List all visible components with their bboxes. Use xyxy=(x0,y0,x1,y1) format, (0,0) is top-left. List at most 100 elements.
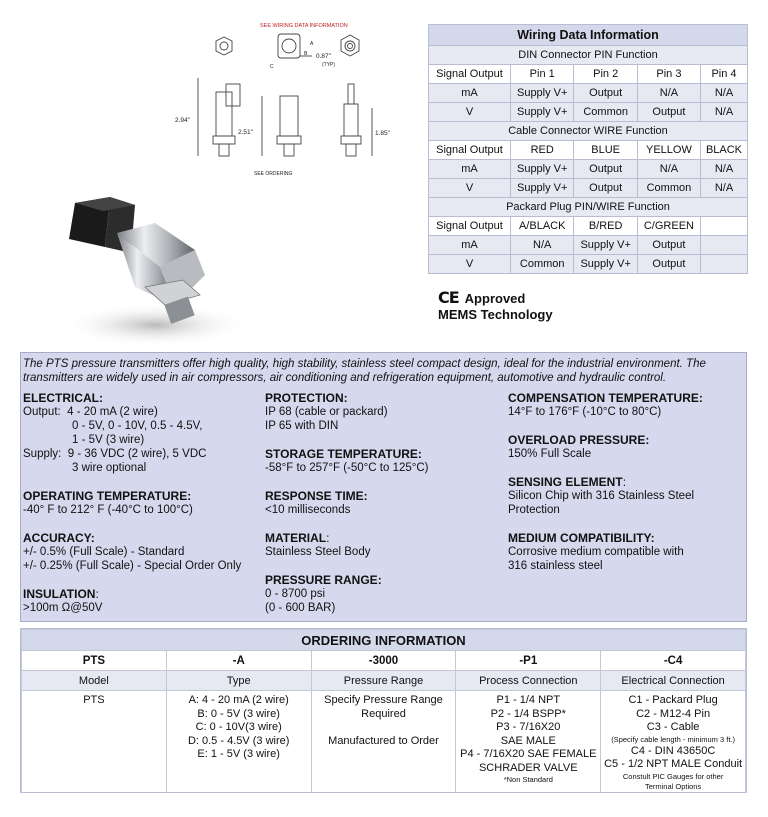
specs-column-2: PROTECTION: IP 68 (cable or packard) IP … xyxy=(265,391,505,629)
sensing-line: Protection xyxy=(508,504,560,516)
pressure-option: Specify Pressure Range xyxy=(324,694,443,706)
process-options: P1 - 1/4 NPT P2 - 1/4 BSPP* P3 - 7/16X20… xyxy=(455,690,602,793)
process-option: P1 - 1/4 NPT xyxy=(496,694,561,706)
pressure-range-heading: PRESSURE RANGE: xyxy=(265,573,382,587)
ordering-title: ORDERING INFORMATION xyxy=(21,629,746,651)
code-cell: -3000 xyxy=(310,650,457,671)
insulation-block: INSULATION: >100m Ω@50V xyxy=(23,587,263,615)
operating-temp-heading: OPERATING TEMPERATURE: xyxy=(23,489,192,503)
compensation-temp-value: 14°F to 176°F (-10°C to 80°C) xyxy=(508,406,662,418)
table-cell: Common xyxy=(509,254,575,274)
code-cell: -C4 xyxy=(600,650,746,671)
table-row: V Supply V+ Output Common N/A xyxy=(428,178,749,198)
table-cell: Supply V+ xyxy=(509,159,575,179)
cable-header-row: Signal Output RED BLUE YELLOW BLACK xyxy=(428,140,749,160)
table-cell: Signal Output xyxy=(428,64,511,84)
table-cell: N/A xyxy=(699,102,749,122)
process-option: P4 - 7/16X20 SAE FEMALE xyxy=(460,748,597,760)
dim-b-label: 2.51" xyxy=(238,129,254,136)
insulation-heading: INSULATION xyxy=(23,587,96,601)
electrical-options: C1 - Packard Plug C2 - M12-4 Pin C3 - Ca… xyxy=(600,690,746,793)
table-cell: BLUE xyxy=(573,140,638,160)
electrical-block: ELECTRICAL: Output: 4 - 20 mA (2 wire) 0… xyxy=(23,391,263,475)
cable-length-note: (Specify cable length - minimum 3 ft.) xyxy=(611,734,735,744)
sensing-block: SENSING ELEMENT: Silicon Chip with 316 S… xyxy=(508,475,743,517)
material-value: Stainless Steel Body xyxy=(265,546,371,558)
pressure-range-block: PRESSURE RANGE: 0 - 8700 psi (0 - 600 BA… xyxy=(265,573,505,615)
supply-line: 9 - 36 VDC (2 wire), 5 VDC xyxy=(67,448,207,460)
table-cell: Pin 3 xyxy=(636,64,701,84)
model-option: PTS xyxy=(21,690,167,793)
table-cell: C/GREEN xyxy=(636,216,701,236)
electrical-heading: ELECTRICAL: xyxy=(23,391,103,405)
packard-header-row: Signal Output A/BLACK B/RED C/GREEN xyxy=(428,216,749,236)
ordering-codes-row: PTS -A -3000 -P1 -C4 xyxy=(21,650,746,671)
table-cell: V xyxy=(428,102,511,122)
type-option: A: 4 - 20 mA (2 wire) xyxy=(188,694,289,706)
table-cell: RED xyxy=(509,140,575,160)
table-cell: N/A xyxy=(699,159,749,179)
table-cell: Supply V+ xyxy=(573,254,638,274)
compensation-temp-block: COMPENSATION TEMPERATURE: 14°F to 176°F … xyxy=(508,391,743,419)
table-cell: Output xyxy=(573,159,638,179)
protection-line: IP 65 with DIN xyxy=(265,420,339,432)
table-cell: Supply V+ xyxy=(509,83,575,103)
protection-line: IP 68 (cable or packard) xyxy=(265,406,388,418)
table-cell: N/A xyxy=(636,83,701,103)
din-header-row: Signal Output Pin 1 Pin 2 Pin 3 Pin 4 xyxy=(428,64,749,84)
table-row: mA Supply V+ Output N/A N/A xyxy=(428,159,749,179)
table-cell: V xyxy=(428,178,511,198)
supply-line: 3 wire optional xyxy=(72,462,147,474)
table-cell: Common xyxy=(573,102,638,122)
specs-column-1: ELECTRICAL: Output: 4 - 20 mA (2 wire) 0… xyxy=(23,391,263,629)
process-option: P3 - 7/16X20 xyxy=(496,721,561,733)
sensing-heading: SENSING ELEMENT xyxy=(508,475,623,489)
table-row: mA N/A Supply V+ Output xyxy=(428,235,749,255)
letter-a: A xyxy=(310,41,314,47)
terminal-note: Terminal Options xyxy=(644,781,702,791)
output-label: Output: xyxy=(23,406,61,418)
ce-mark-icon: CE xyxy=(438,288,460,307)
wiring-data-table: Wiring Data Information DIN Connector PI… xyxy=(428,24,749,274)
ordering-information: ORDERING INFORMATION PTS -A -3000 -P1 -C… xyxy=(20,628,747,793)
supply-label: Supply: xyxy=(23,448,62,460)
table-cell: Supply V+ xyxy=(509,102,575,122)
process-option: P2 - 1/4 BSPP* xyxy=(490,707,566,720)
material-colon: : xyxy=(326,531,330,545)
table-cell: Signal Output xyxy=(428,140,511,160)
pressure-option xyxy=(313,721,455,735)
label-cell: Model xyxy=(21,670,167,691)
ordering-table: ORDERING INFORMATION PTS -A -3000 -P1 -C… xyxy=(21,629,746,793)
electrical-option: C2 - M12-4 Pin xyxy=(636,707,711,720)
protection-heading: PROTECTION: xyxy=(265,391,348,405)
table-cell xyxy=(699,216,749,236)
code-cell: -P1 xyxy=(455,650,602,671)
table-cell: Signal Output xyxy=(428,216,511,236)
overload-heading: OVERLOAD PRESSURE: xyxy=(508,433,650,447)
table-cell: Output xyxy=(573,83,638,103)
pressure-options: Specify Pressure Range Required Manufact… xyxy=(310,690,457,793)
ordering-labels-row: Model Type Pressure Range Process Connec… xyxy=(21,670,746,691)
dim-d-label: 0.87" xyxy=(316,53,332,60)
material-block: MATERIAL: Stainless Steel Body xyxy=(265,531,505,559)
protection-block: PROTECTION: IP 68 (cable or packard) IP … xyxy=(265,391,505,433)
type-option: B: 0 - 5V (3 wire) xyxy=(197,707,280,720)
storage-temp-value: -58°F to 257°F (-50°C to 125°C) xyxy=(265,462,429,474)
table-cell: V xyxy=(428,254,511,274)
table-cell: Supply V+ xyxy=(573,235,638,255)
pressure-option: Required xyxy=(361,707,406,720)
output-line: 1 - 5V (3 wire) xyxy=(72,434,145,446)
storage-temp-heading: STORAGE TEMPERATURE: xyxy=(265,447,422,461)
process-option: SCHRADER VALVE xyxy=(478,761,578,774)
intro-paragraph: The PTS pressure transmitters offer high… xyxy=(23,358,706,384)
table-row: V Supply V+ Common Output N/A xyxy=(428,102,749,122)
table-cell xyxy=(699,235,749,255)
label-cell: Electrical Connection xyxy=(600,670,746,691)
pressure-option: Manufactured to Order xyxy=(328,734,439,747)
letter-c: C xyxy=(270,64,274,70)
overload-block: OVERLOAD PRESSURE: 150% Full Scale xyxy=(508,433,743,461)
table-cell: Common xyxy=(636,178,701,198)
table-cell: N/A xyxy=(509,235,575,255)
type-option: E: 1 - 5V (3 wire) xyxy=(197,748,280,760)
code-cell: PTS xyxy=(21,650,167,671)
